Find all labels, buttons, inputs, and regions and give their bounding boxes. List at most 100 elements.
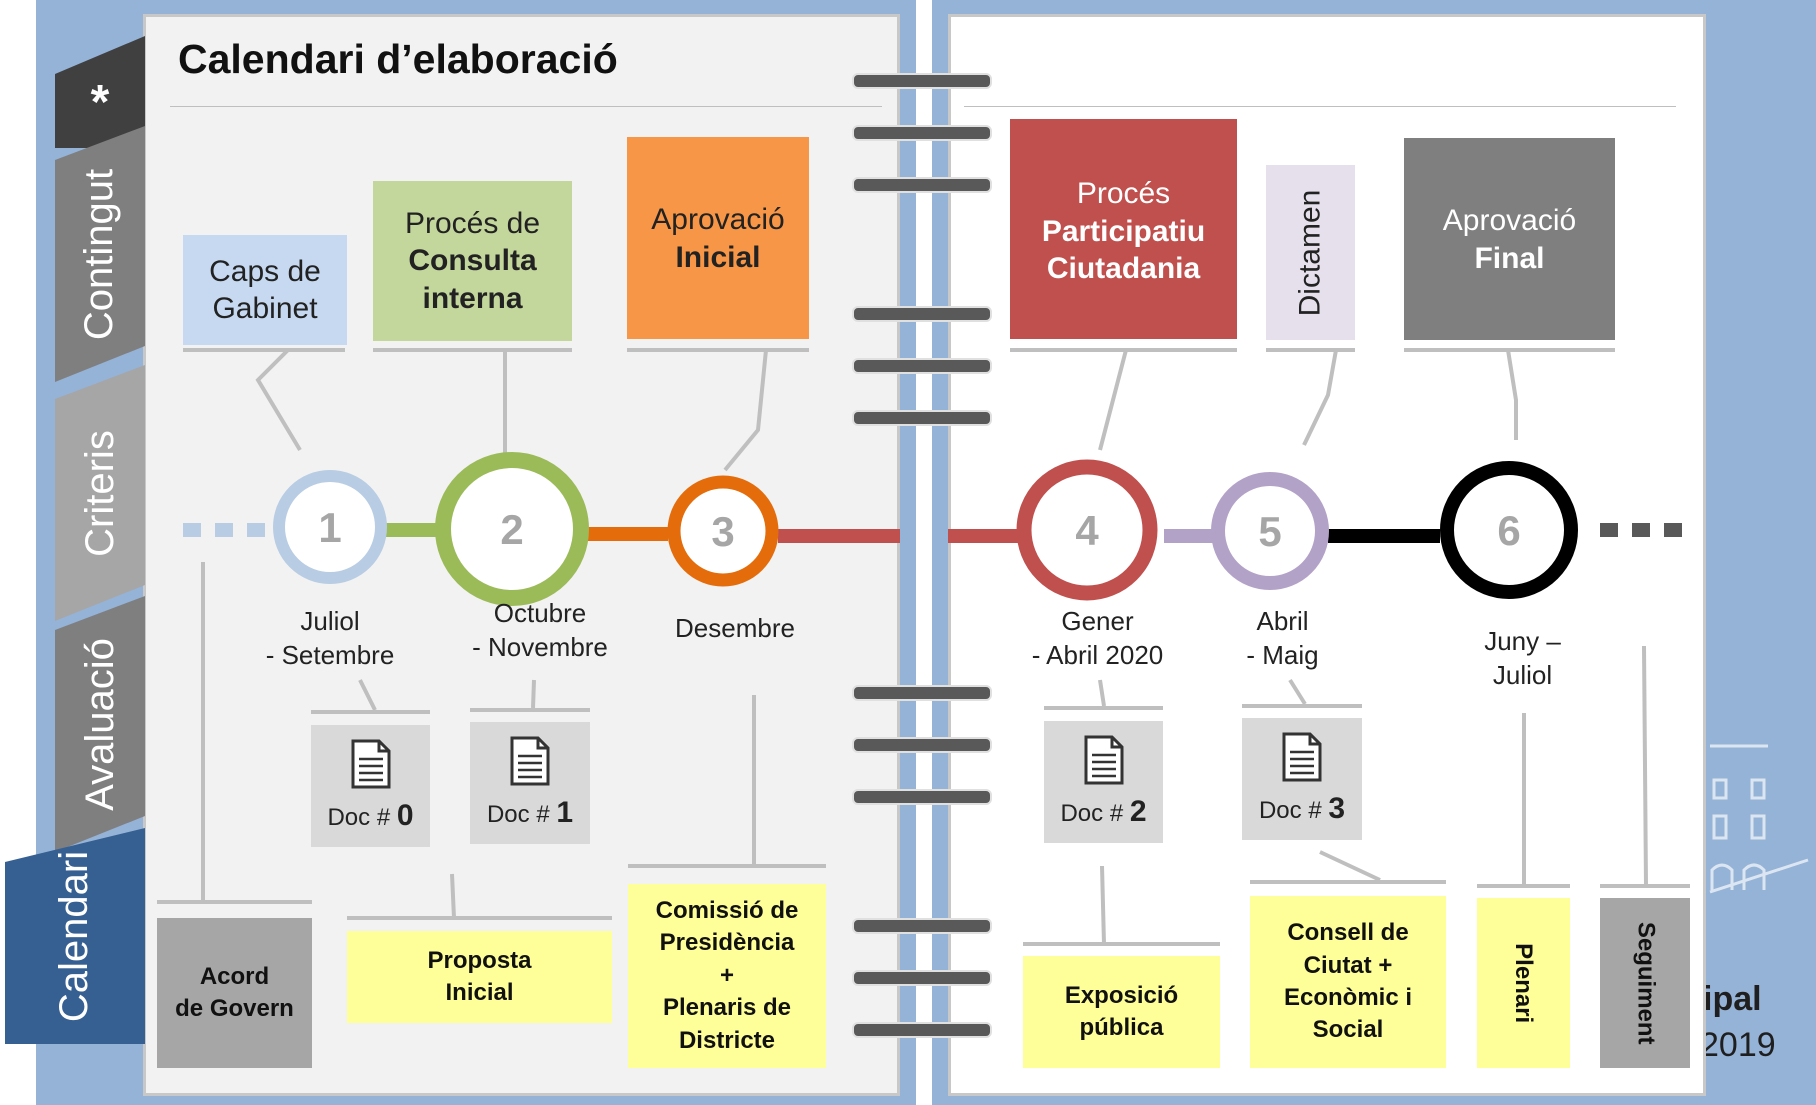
date-label-6: Juny – Juliol: [1445, 625, 1600, 693]
binder-ring: [852, 73, 992, 89]
binder-ring: [852, 125, 992, 141]
stage-aprovacio-final: Aprovació Final: [1404, 138, 1615, 340]
stage-text: Aprovació: [1442, 204, 1577, 237]
footer-text: +: [719, 961, 734, 989]
stage-text: Procés: [1076, 177, 1171, 210]
binder-ring: [852, 918, 992, 934]
binder-ring: [852, 685, 992, 701]
footer-text: Econòmic i: [1283, 984, 1413, 1011]
milestone-number: 6: [1497, 507, 1520, 554]
stage-dictamen: Dictamen: [1266, 165, 1355, 340]
stage-aprovacio-inicial: Aprovació Inicial: [627, 137, 809, 339]
date-label-4: Gener - Abril 2020: [1005, 605, 1190, 673]
binder-ring: [852, 177, 992, 193]
document-icon: [351, 739, 390, 789]
footer-text: Presidència: [659, 929, 795, 957]
document-label: Doc # 1: [487, 796, 573, 830]
date-line: Juliol: [300, 606, 360, 636]
date-line: Octubre: [493, 598, 587, 628]
footer-exposicio-publica: Exposició pública: [1023, 956, 1220, 1068]
tab-contingut[interactable]: Contingut: [55, 126, 145, 382]
tab-avaluacio[interactable]: Avaluació: [55, 596, 145, 852]
footer-acord-de-govern: Acord de Govern: [157, 918, 312, 1068]
footer-text: Proposta: [427, 946, 532, 974]
date-line: - Novembre: [472, 631, 608, 662]
binder-ring: [852, 1022, 992, 1038]
document-icon: [1282, 732, 1322, 782]
footer-text: Inicial: [445, 979, 514, 1006]
tab-criteris[interactable]: Criteris: [55, 365, 145, 621]
stage-text: Gabinet: [212, 292, 318, 325]
stage-consulta-interna: Procés de Consulta interna: [373, 181, 572, 341]
tab-label: *: [90, 75, 110, 129]
milestone-number: 2: [500, 506, 523, 553]
document-2: Doc # 2: [1044, 721, 1163, 843]
tab-calendari[interactable]: Calendari: [5, 828, 145, 1044]
date-line: Gener: [1061, 606, 1134, 636]
title-rule: [170, 106, 882, 107]
document-label: Doc # 0: [327, 799, 413, 833]
milestone-4: 4: [1016, 459, 1158, 601]
binder-ring: [852, 737, 992, 753]
footer-text: Consell de: [1287, 919, 1409, 947]
stage-text: Dictamen: [1293, 189, 1327, 316]
tab-asterisk[interactable]: *: [55, 36, 145, 148]
doc-number: 1: [556, 796, 574, 829]
doc-number: 3: [1328, 792, 1346, 825]
building-logo: [1708, 740, 1816, 930]
binder-ring: [852, 306, 992, 322]
document-label: Doc # 2: [1060, 795, 1146, 829]
stage-text: Consulta: [408, 244, 537, 278]
milestone-number: 4: [1075, 507, 1099, 554]
doc-prefix: Doc #: [327, 804, 391, 831]
document-icon: [1084, 735, 1123, 785]
binder-ring: [852, 789, 992, 805]
footer-consell-de-ciutat: Consell de Ciutat + Econòmic i Social: [1250, 896, 1446, 1068]
footer-text: Plenaris de: [662, 994, 792, 1022]
date-label-5: Abril - Maig: [1225, 605, 1340, 673]
footer-text: Districte: [678, 1026, 776, 1054]
milestone-1: 1: [273, 470, 387, 584]
footer-proposta-inicial: Proposta Inicial: [347, 931, 612, 1023]
footer-text: Comissió de: [655, 897, 799, 925]
footer-text: de Govern: [175, 995, 294, 1022]
doc-number: 0: [396, 799, 414, 832]
milestone-number: 1: [318, 504, 341, 551]
date-label-2: Octubre - Novembre: [445, 597, 635, 665]
footer-text: Exposició: [1064, 981, 1179, 1009]
date-label-1: Juliol - Setembre: [240, 605, 420, 673]
document-3: Doc # 3: [1242, 718, 1362, 840]
footer-text: Social: [1312, 1016, 1384, 1044]
binder-ring: [852, 970, 992, 986]
date-line: Juny –: [1484, 626, 1561, 656]
stage-text: Procés de: [404, 206, 541, 240]
stage-text: Final: [1474, 241, 1545, 275]
milestone-6: 6: [1440, 461, 1578, 599]
title-rule-right: [964, 106, 1676, 107]
stage-text: Aprovació: [651, 203, 785, 236]
date-line: - Abril 2020: [1031, 639, 1164, 670]
doc-prefix: Doc #: [486, 801, 550, 828]
footer-text: Plenari: [1510, 942, 1538, 1024]
footer-text: Acord: [199, 962, 270, 990]
binder-ring: [852, 358, 992, 374]
footer-text: pública: [1079, 1014, 1164, 1041]
footer-comissio-presidencia: Comissió de Presidència + Plenaris de Di…: [628, 884, 826, 1068]
stage-caps-de-gabinet: Caps de Gabinet: [183, 235, 347, 345]
page-title: Calendari d’elaboració: [178, 36, 618, 82]
milestone-3: 3: [667, 475, 779, 587]
document-icon: [510, 736, 550, 786]
binder-ring: [852, 410, 992, 426]
doc-prefix: Doc #: [1258, 797, 1322, 824]
stage-proces-participatiu: Procés Participatiu Ciutadania: [1010, 119, 1237, 339]
footer-plenari: Plenari: [1477, 898, 1570, 1068]
date-line: Juliol: [1492, 659, 1553, 690]
document-label: Doc # 3: [1259, 792, 1345, 826]
document-0: Doc # 0: [311, 725, 430, 847]
milestone-number: 5: [1258, 508, 1281, 555]
stage-text: Participatiu: [1041, 214, 1206, 248]
milestone-2: 2: [435, 452, 589, 606]
doc-number: 2: [1129, 795, 1147, 828]
stage-text: Caps de: [209, 254, 321, 288]
